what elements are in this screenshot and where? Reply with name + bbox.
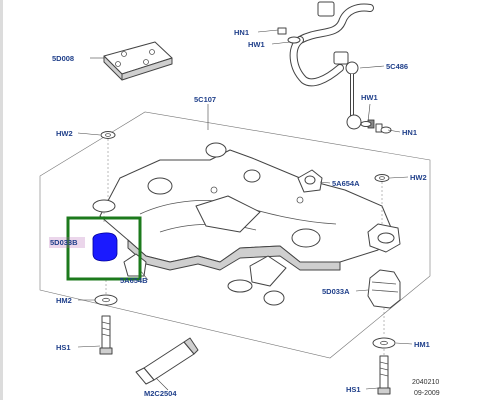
bushing-5d033b-marker[interactable] (92, 232, 118, 262)
callout-hn1-top[interactable]: HN1 (234, 28, 249, 37)
assembly-outline (39, 111, 431, 359)
hardware-hw1-hn1-mid (360, 121, 392, 134)
subframe-5c107 (99, 142, 393, 306)
stabilizer-bar (289, 1, 374, 87)
bolt-hs1-bottom (377, 355, 391, 395)
callout-leaders (77, 29, 413, 391)
illustration-reference-number: 2040210 (412, 379, 439, 386)
selection-highlight (49, 216, 142, 281)
bushing-front-left (92, 199, 116, 222)
callout-5d033a[interactable]: 5D033A (322, 287, 350, 296)
drop-link-5c486 (345, 61, 383, 133)
washer-hw2-right (374, 174, 390, 226)
bracket-5d008 (103, 41, 173, 81)
washer-hw2-left (100, 131, 116, 200)
callout-hw2-right[interactable]: HW2 (410, 173, 427, 182)
callout-5d033b[interactable]: 5D033B (50, 238, 78, 247)
highlight-frame[interactable] (66, 216, 142, 281)
callout-5c486[interactable]: 5C486 (386, 62, 408, 71)
callout-hm2[interactable]: HM2 (56, 296, 72, 305)
grease-tube-m2c2504 (135, 337, 199, 385)
callout-5a654a[interactable]: 5A654A (332, 179, 360, 188)
bushing-rear-right (367, 223, 401, 253)
callout-5c107[interactable]: 5C107 (194, 95, 216, 104)
callout-m2c2504[interactable]: M2C2504 (144, 389, 177, 398)
bolt-hs1-left (99, 315, 113, 355)
callout-hw1-mid[interactable]: HW1 (361, 93, 378, 102)
callout-hw1-top[interactable]: HW1 (248, 40, 265, 49)
callout-hm1[interactable]: HM1 (414, 340, 430, 349)
callout-5d008[interactable]: 5D008 (52, 54, 74, 63)
callout-hs1-left[interactable]: HS1 (56, 343, 71, 352)
washer-hm1 (372, 337, 396, 356)
callout-5a654b[interactable]: 5A654B (120, 276, 148, 285)
hardware-top-left (277, 27, 301, 44)
illustration-date: 09-2009 (414, 390, 440, 397)
mount-5d033a (367, 269, 401, 336)
highlight-label-tint (49, 237, 85, 248)
washer-hm2 (94, 280, 118, 306)
callout-hw2-left[interactable]: HW2 (56, 129, 73, 138)
callout-hs1-bottom[interactable]: HS1 (346, 385, 361, 394)
callout-hn1-mid[interactable]: HN1 (402, 128, 417, 137)
mount-5a654a (297, 169, 323, 193)
left-divider (0, 0, 3, 400)
